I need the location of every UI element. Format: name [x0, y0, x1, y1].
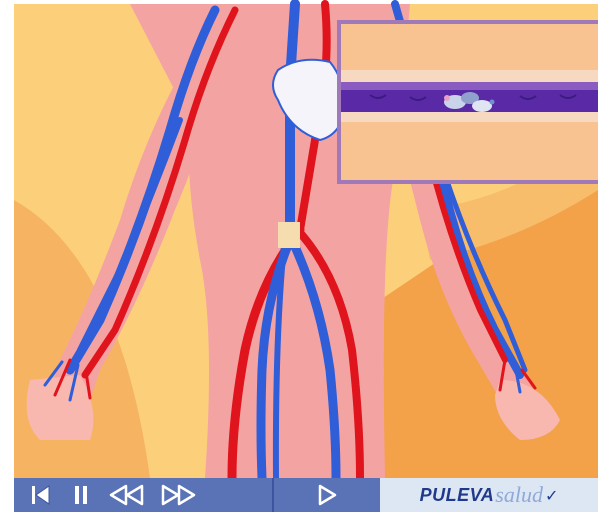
play-control — [272, 478, 380, 512]
skip-to-start-icon — [29, 484, 53, 506]
inset-wall-bottom — [341, 112, 598, 122]
step-forward-button[interactable] — [156, 482, 202, 508]
rewind-to-start-button[interactable] — [24, 482, 58, 508]
brand-name-part2: salud — [495, 482, 543, 508]
brand-mark-icon: ✓ — [545, 486, 558, 505]
transport-controls — [14, 478, 272, 512]
brand-name-part1: PULEVA — [420, 485, 495, 506]
play-icon — [315, 484, 339, 506]
vessel-closeup-inset — [337, 20, 598, 184]
rewind-icon — [107, 484, 147, 506]
inset-wall-top — [341, 70, 598, 82]
fast-forward-icon — [159, 484, 199, 506]
pause-icon — [70, 484, 92, 506]
kidney-junction — [278, 222, 300, 248]
inset-lumen-edge — [341, 82, 598, 90]
step-back-button[interactable] — [104, 482, 150, 508]
circulatory-illustration — [0, 0, 598, 478]
play-button[interactable] — [310, 482, 344, 508]
pause-button[interactable] — [64, 482, 98, 508]
